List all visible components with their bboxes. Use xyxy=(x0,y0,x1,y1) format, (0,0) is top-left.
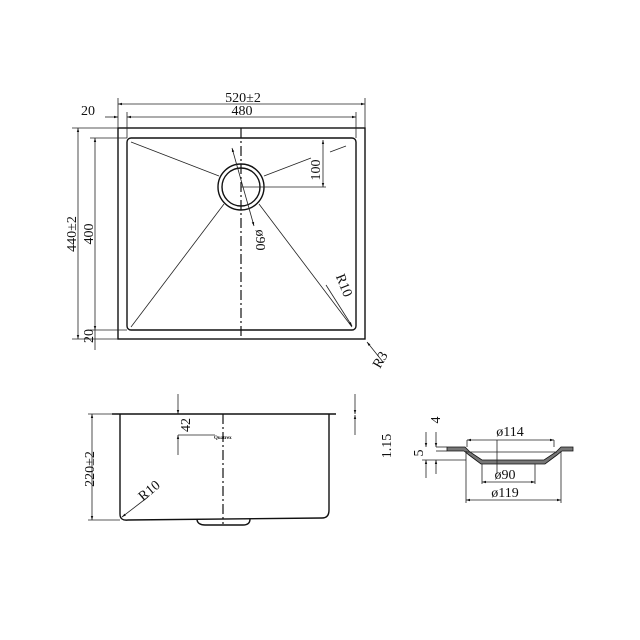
inner-depth-label: 400 xyxy=(82,224,97,245)
thickness-label: 1.15 xyxy=(380,434,395,459)
flange-bottom-label: 20 xyxy=(82,329,97,343)
corner-radius-label: R10 xyxy=(332,272,355,299)
overall-width-label: 520±2 xyxy=(225,91,261,106)
side-radius-label: R10 xyxy=(136,478,164,504)
top-dimension-lines xyxy=(72,98,384,363)
inner-width-label: 480 xyxy=(232,104,253,119)
drain-offset-label: 100 xyxy=(309,160,324,181)
drain-dimension-lines xyxy=(422,432,562,503)
drain-top-diameter-label: ø114 xyxy=(496,425,523,440)
flange-top-label: 20 xyxy=(81,104,95,119)
drain-detail: ø114 ø90 ø119 4 5 xyxy=(412,417,574,503)
side-dimension-lines xyxy=(88,394,357,521)
drain-bottom-diameter-label: ø90 xyxy=(495,468,516,483)
drain-flange-section xyxy=(446,446,574,465)
drain-bump xyxy=(196,518,251,526)
height-label: 220±2 xyxy=(83,451,98,487)
slope-lines xyxy=(130,141,353,328)
logo-text: Quatrex xyxy=(214,436,232,441)
overall-depth-label: 440±2 xyxy=(65,216,80,252)
outer-radius-label: R3 xyxy=(370,349,391,371)
drain-outer-diameter-label: ø119 xyxy=(491,486,518,501)
bowl-profile xyxy=(119,414,330,521)
drain-depth-label: 42 xyxy=(179,418,194,432)
total-height-label: 5 xyxy=(412,450,427,457)
drain-diameter-label: ø90 xyxy=(252,230,267,251)
side-view: Quatrex 42 1.15 220±2 R10 xyxy=(83,394,395,526)
flange-height-label: 4 xyxy=(429,417,444,424)
top-view: 520±2 480 20 440±2 400 20 100 ø90 R10 R3 xyxy=(65,91,392,371)
